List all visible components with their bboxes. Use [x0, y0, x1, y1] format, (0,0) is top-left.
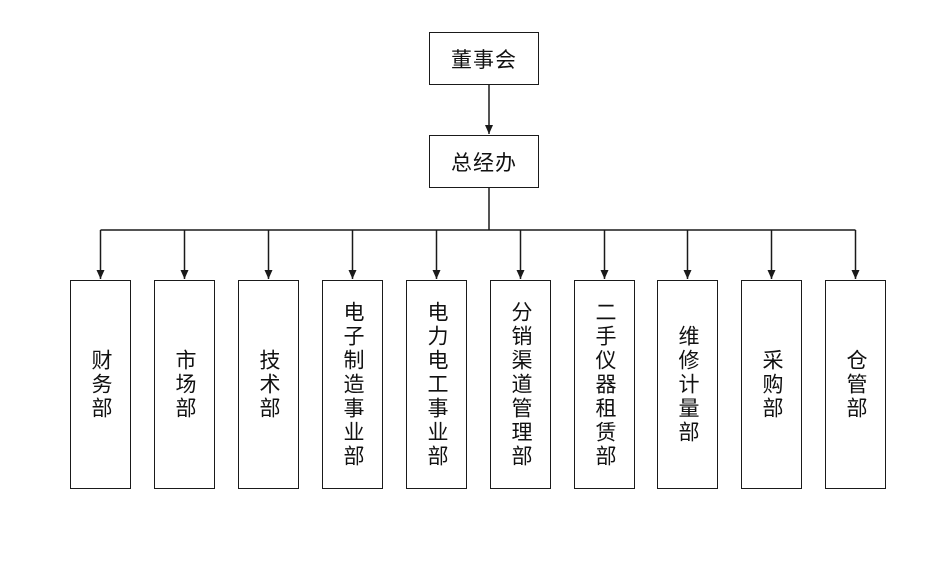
department-label: 电力电工事业部: [425, 300, 449, 469]
board-node: 董事会: [429, 32, 539, 85]
department-label: 仓管部: [844, 348, 868, 421]
department-node-finance: 财务部: [70, 280, 131, 489]
department-node-marketing: 市场部: [154, 280, 215, 489]
department-label: 电子制造事业部: [341, 300, 365, 469]
general-office-node: 总经办: [429, 135, 539, 188]
department-node-maintenance-metrology: 维修计量部: [657, 280, 718, 489]
department-node-technology: 技术部: [238, 280, 299, 489]
department-label: 市场部: [173, 348, 197, 421]
department-label: 采购部: [760, 348, 784, 421]
department-label: 分销渠道管理部: [509, 300, 533, 469]
general-office-label: 总经办: [451, 150, 517, 175]
department-node-power-electrical: 电力电工事业部: [406, 280, 467, 489]
department-label: 技术部: [257, 348, 281, 421]
department-node-used-instrument-rental: 二手仪器租赁部: [574, 280, 635, 489]
board-label: 董事会: [451, 47, 517, 72]
department-node-electronics-manufacturing: 电子制造事业部: [322, 280, 383, 489]
department-node-distribution-channel: 分销渠道管理部: [490, 280, 551, 489]
department-label: 维修计量部: [676, 324, 700, 445]
department-label: 财务部: [89, 348, 113, 421]
department-node-warehouse: 仓管部: [825, 280, 886, 489]
department-label: 二手仪器租赁部: [593, 300, 617, 469]
department-node-procurement: 采购部: [741, 280, 802, 489]
